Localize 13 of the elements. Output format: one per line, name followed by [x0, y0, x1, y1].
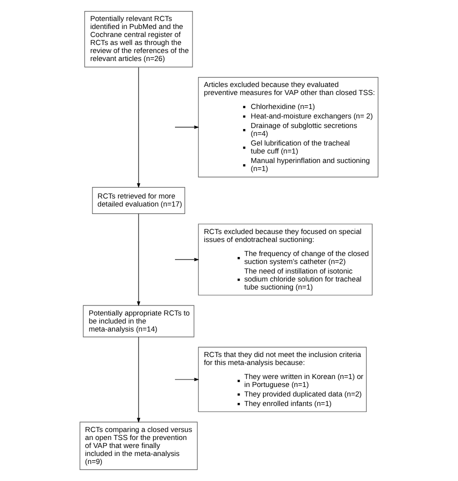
- node-box: RCTs that they did not meet the inclusion criteria for this meta-analysis because: They were written in Korean (n=1) or in Portuguese (n=1) They provided duplicated data (n=2) They enrolled infants (n=1): [198, 346, 367, 412]
- node-box: RCTs comparing a closed versus an open TSS for the prevention of VAP that were finally included in the meta-analysis (n=9): [80, 422, 198, 470]
- node-box: Potentially appropriate RCTs to be included in the meta-analysis (n=14): [82, 305, 194, 338]
- node-box: RCTs excluded because they focused on special issues of endotracheal suctioning: The frequency of change of the closed suction system’s catheter (n=2) The need of instillation of isotonic sodium chloride solution for tracheal tube suctioning (n=1): [198, 224, 372, 296]
- arrow: [136, 67, 140, 188]
- arrow: [174, 378, 200, 382]
- arrow: [136, 336, 140, 423]
- node-box: RCTs retrieved for more detailed evaluation (n=17): [92, 187, 186, 214]
- node-box: Articles excluded because they evaluated preventive measures for VAP other than closed TSS: Chlorhexidine (n=1) Heat-and-moisture exchangers (n= 2) Drainage of subglottic secretions (n=4) Gel lubrification of the tracheal tube cuff (n=1) Manual hyperinflation and suctioning (n=1): [198, 77, 378, 178]
- arrow: [136, 214, 140, 306]
- node-box: Potentially relevant RCTs identified in PubMed and the Cochrane central register of RCTs as well as through the review of the references of the relevant articles (n=26): [84, 11, 193, 68]
- arrow: [174, 126, 200, 129]
- arrow: [174, 258, 200, 262]
